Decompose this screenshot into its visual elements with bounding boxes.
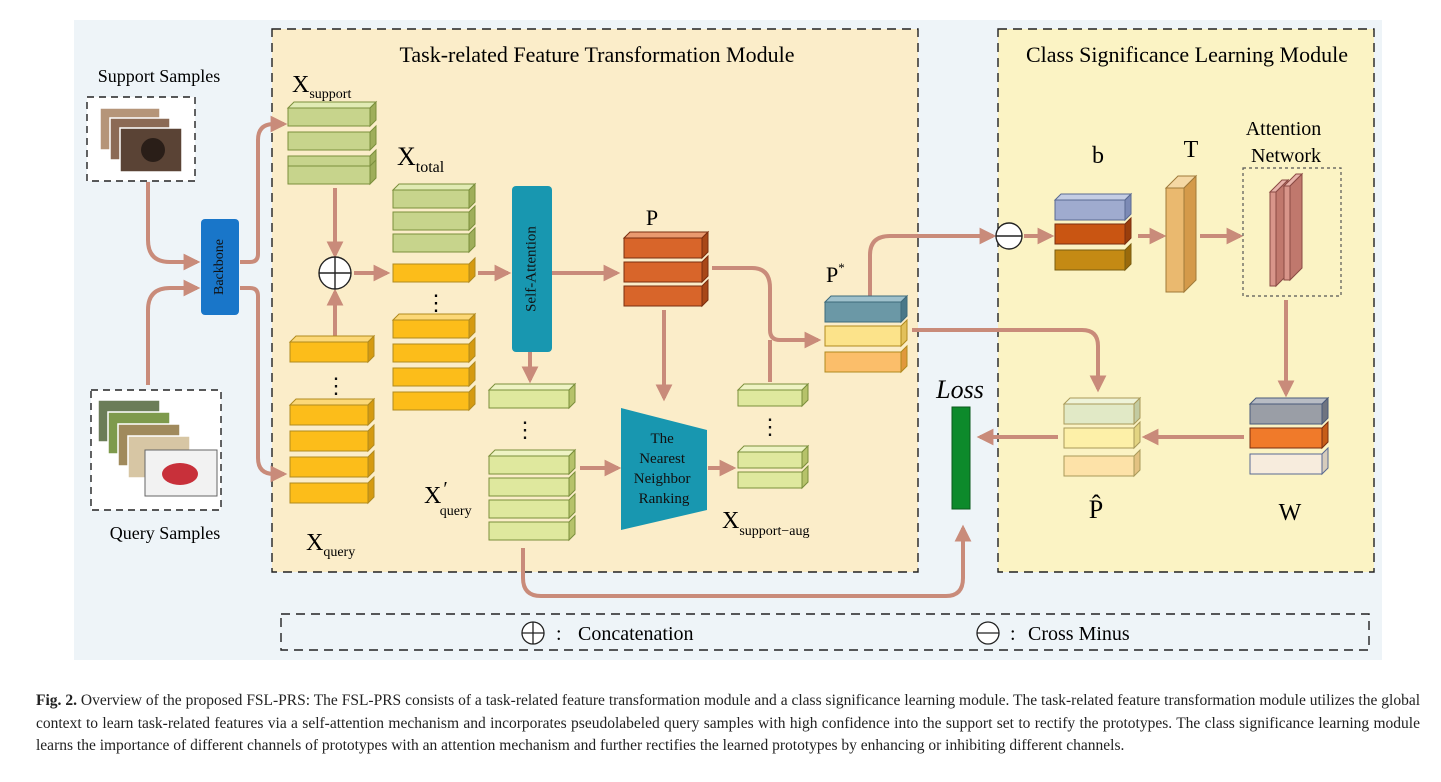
legend-cross-minus: : Cross Minus	[976, 621, 1130, 645]
legend-frame	[280, 613, 1370, 651]
feature-block	[487, 382, 577, 410]
feature-block	[1063, 448, 1141, 478]
feature-block	[392, 360, 476, 388]
feature-block	[487, 448, 577, 476]
architecture-diagram: Task-related Feature Transformation Modu…	[74, 20, 1382, 660]
feature-block	[623, 254, 709, 284]
feature-block	[289, 475, 375, 505]
query-images	[97, 399, 218, 497]
feature-block	[1054, 216, 1132, 246]
backbone-label: Backbone	[212, 239, 227, 295]
w-label: W	[1279, 500, 1302, 526]
x-query-prime-stack: ⋮	[487, 382, 577, 542]
feature-block	[1054, 242, 1132, 272]
t-block	[1164, 174, 1198, 294]
caption-label: Fig. 2.	[36, 692, 77, 709]
loss-label: Loss	[935, 375, 984, 404]
feature-block	[392, 336, 476, 364]
figure-caption: Fig. 2. Overview of the proposed FSL-PRS…	[36, 690, 1420, 758]
p-star-stack	[823, 294, 909, 374]
feature-block	[623, 278, 709, 308]
feature-block	[824, 344, 908, 374]
feature-block	[287, 158, 377, 186]
feature-block	[488, 470, 576, 498]
attention-network-layers	[1268, 172, 1304, 288]
p-star-label: P*	[826, 260, 845, 287]
feature-block	[1249, 420, 1329, 450]
b-label: b	[1092, 143, 1104, 169]
feature-block	[286, 100, 378, 128]
feature-block	[289, 449, 375, 479]
dots: ⋮	[325, 373, 347, 398]
feature-block	[824, 318, 908, 348]
feature-block	[622, 230, 710, 260]
x-support-label: Xsupport	[292, 72, 351, 102]
backbone-block	[201, 219, 239, 315]
nn-ranking-label: The Nearest Neighbor Ranking	[634, 431, 694, 507]
feature-block	[737, 464, 809, 490]
feature-block	[287, 124, 377, 152]
feature-block	[391, 312, 477, 340]
x-total-stack: ⋮	[391, 182, 477, 412]
feature-block	[392, 256, 476, 284]
feature-block	[288, 397, 376, 427]
class-module-title: Class Significance Learning Module	[1026, 42, 1348, 67]
x-support-aug-stack: ⋮	[736, 382, 810, 490]
x-support-aug-label: Xsupport−aug	[722, 508, 809, 539]
legend-cross-minus-label: Cross Minus	[1028, 623, 1130, 645]
support-images	[99, 107, 183, 173]
feature-block	[736, 444, 810, 470]
task-module-panel	[271, 28, 919, 573]
legend-concat: : Concatenation	[521, 621, 694, 645]
nn-ranking-block	[621, 408, 707, 530]
p-stack	[622, 230, 710, 308]
cross-minus-symbol	[995, 222, 1023, 250]
support-samples-label: Support Samples	[98, 66, 221, 86]
feature-block	[488, 492, 576, 520]
dots: ⋮	[759, 414, 781, 439]
feature-block	[823, 294, 909, 324]
feature-block	[288, 334, 376, 364]
x-query-stack: ⋮	[288, 334, 376, 505]
legend-separator: :	[1010, 623, 1016, 645]
loss-bar	[951, 406, 971, 510]
t-label: T	[1184, 137, 1199, 163]
w-stack	[1248, 396, 1330, 476]
feature-block	[736, 382, 810, 408]
feature-block	[391, 182, 477, 210]
p-hat-stack	[1062, 396, 1142, 478]
p-label: P	[646, 205, 658, 230]
task-module-title: Task-related Feature Transformation Modu…	[400, 42, 795, 67]
feature-block	[392, 226, 476, 254]
self-attention-label: Self-Attention	[523, 226, 539, 312]
attention-network-frame	[1242, 167, 1342, 297]
self-attention-block	[512, 186, 552, 352]
b-stack	[1053, 192, 1133, 272]
feature-block	[289, 423, 375, 453]
class-module-panel	[997, 28, 1375, 573]
x-total-label: Xtotal	[397, 142, 445, 176]
feature-block	[392, 204, 476, 232]
feature-block	[392, 384, 476, 412]
dots: ⋮	[514, 417, 536, 442]
feature-block	[1062, 396, 1142, 426]
feature-block	[1248, 396, 1330, 426]
query-samples-label: Query Samples	[110, 523, 220, 543]
caption-text: Overview of the proposed FSL-PRS: The FS…	[36, 692, 1421, 754]
arrows	[146, 115, 1295, 598]
feature-block	[488, 514, 576, 542]
p-hat-label: P̂	[1089, 495, 1103, 524]
legend-separator: :	[556, 623, 562, 645]
feature-block	[1063, 420, 1141, 450]
x-query-label: Xquery	[306, 530, 355, 560]
x-support-stack	[286, 100, 378, 186]
legend-concat-label: Concatenation	[578, 623, 694, 645]
dots: ⋮	[425, 290, 447, 315]
concat-symbol	[318, 256, 352, 290]
x-query-prime-label: X′query	[424, 478, 472, 519]
feature-block	[1053, 192, 1133, 222]
attention-network-label: Attention Network	[1246, 118, 1327, 167]
feature-block	[1249, 446, 1329, 476]
